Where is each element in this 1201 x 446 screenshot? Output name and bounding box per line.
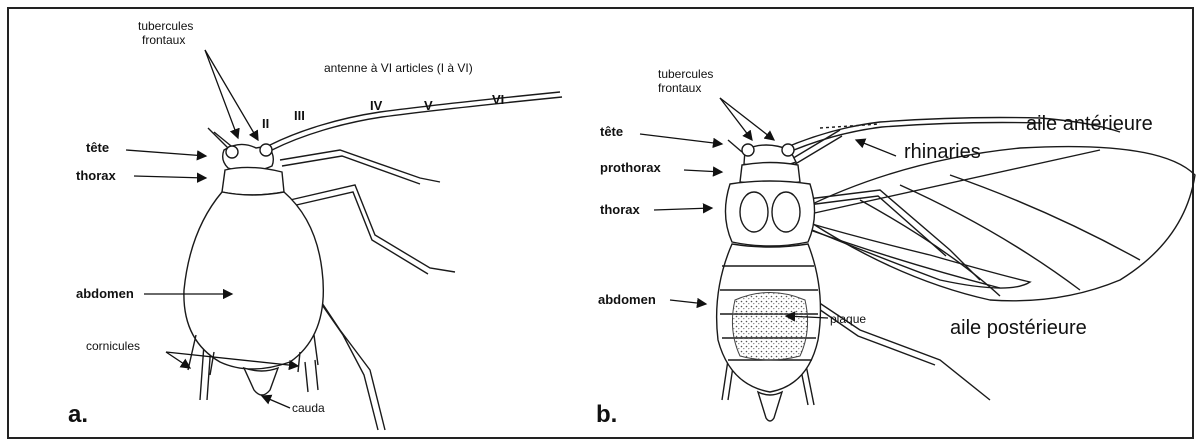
label-antenne-a: antenne à VI articles (I à VI) bbox=[324, 61, 473, 75]
figure-border bbox=[8, 8, 1193, 438]
label-seg-vi: VI bbox=[492, 92, 504, 107]
abdomen-a bbox=[184, 192, 323, 369]
leg-b-3 bbox=[800, 290, 990, 400]
label-prothorax-b: prothorax bbox=[600, 160, 661, 175]
label-tubercules-a-1: tubercules bbox=[138, 19, 193, 33]
panel-b: tubercules frontaux tête prothorax thora… bbox=[596, 67, 1195, 428]
thorax-a bbox=[222, 167, 284, 195]
label-tete-b: tête bbox=[600, 124, 623, 139]
label-seg-ii: II bbox=[262, 116, 269, 131]
label-rhinaries-b: rhinaries bbox=[904, 141, 981, 163]
label-tubercules-b-2: frontaux bbox=[658, 81, 701, 95]
leg-a-1 bbox=[280, 150, 440, 184]
panel-letter-a: a. bbox=[68, 401, 88, 428]
label-aile-posterieure-b: aile postérieure bbox=[950, 317, 1087, 339]
label-abdomen-b: abdomen bbox=[598, 292, 656, 307]
label-tubercules-a-2: frontaux bbox=[142, 33, 185, 47]
label-cauda-a: cauda bbox=[292, 401, 325, 415]
label-cornicules-a: cornicules bbox=[86, 339, 140, 353]
label-tubercules-b-1: tubercules bbox=[658, 67, 713, 81]
label-thorax-a: thorax bbox=[76, 168, 117, 183]
panel-letter-b: b. bbox=[596, 401, 617, 428]
label-tete-a: tête bbox=[86, 140, 109, 155]
plaque-b bbox=[732, 293, 807, 361]
antenna-a bbox=[270, 92, 560, 145]
cauda-a bbox=[244, 368, 278, 395]
panel-a: tubercules frontaux antenne à VI article… bbox=[68, 19, 562, 430]
label-seg-iii: III bbox=[294, 108, 305, 123]
label-seg-iv: IV bbox=[370, 98, 383, 113]
cauda-b bbox=[758, 392, 782, 421]
label-seg-v: V bbox=[424, 98, 433, 113]
label-abdomen-a: abdomen bbox=[76, 286, 134, 301]
forewing-b bbox=[800, 147, 1195, 301]
label-plaque-b: plaque bbox=[830, 312, 866, 326]
label-aile-anterieure-b: aile antérieure bbox=[1026, 113, 1153, 135]
label-thorax-b: thorax bbox=[600, 202, 641, 217]
thorax-b bbox=[725, 181, 814, 246]
